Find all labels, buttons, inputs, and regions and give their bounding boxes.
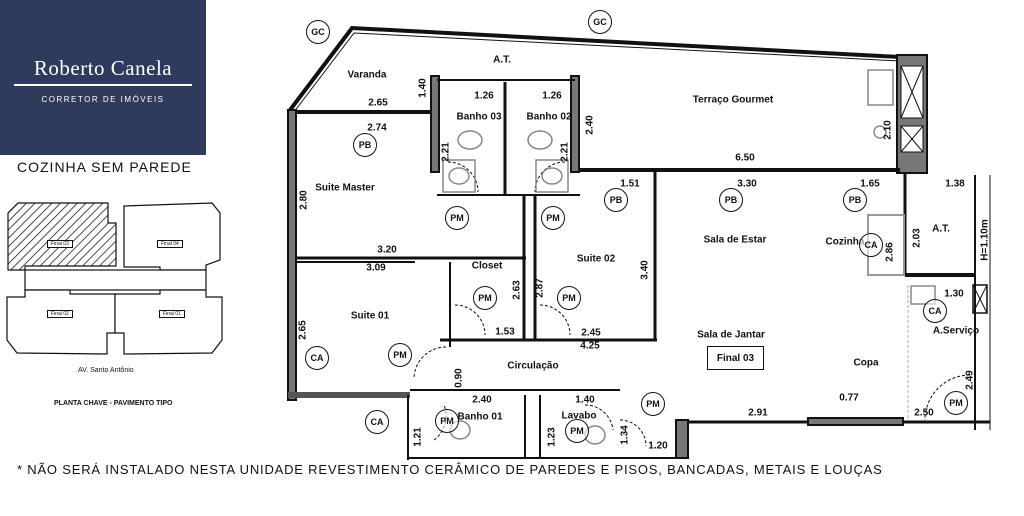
dimension: 1.53 <box>495 326 515 338</box>
brand-logo: Roberto Canela CORRETOR DE IMÓVEIS <box>0 0 206 155</box>
outer-walls <box>287 25 991 460</box>
dimension: 0.77 <box>839 392 859 404</box>
dimension: 1.26 <box>542 90 562 102</box>
tag-pm: PM <box>541 206 565 230</box>
tag-pb: PB <box>604 188 628 212</box>
key-plan <box>6 202 223 355</box>
dimension: 2.63 <box>511 280 523 300</box>
dimension: 2.87 <box>534 278 546 298</box>
dimension: 1.65 <box>860 178 880 190</box>
tag-pb: PB <box>353 133 377 157</box>
dimension: 3.09 <box>366 262 386 274</box>
room-suite-01: Suite 01 <box>350 310 390 322</box>
tag-ca: CA <box>365 410 389 434</box>
interior-walls <box>296 75 975 458</box>
room-banho-02: Banho 02 <box>526 111 572 123</box>
tag-pm: PM <box>565 419 589 443</box>
tag-pm: PM <box>557 286 581 310</box>
dimension: 3.20 <box>377 244 397 256</box>
key-label-final-01: Final 01 <box>159 310 185 318</box>
dimension: 2.21 <box>440 142 452 162</box>
dimension: 1.51 <box>620 178 640 190</box>
key-street: AV. Santo Antônio <box>78 367 134 374</box>
dimension: 1.34 <box>619 425 631 445</box>
room-closet: Closet <box>471 260 503 272</box>
dimension: 1.38 <box>945 178 965 190</box>
room-area-servico: A.Serviço <box>932 325 980 337</box>
tag-pm: PM <box>445 206 469 230</box>
dimension: 2.80 <box>298 190 310 210</box>
key-unit-final-01 <box>114 289 223 355</box>
logo-name: Roberto Canela <box>33 56 173 80</box>
key-label-final-02: Final 02 <box>47 310 73 318</box>
logo-subtitle: CORRETOR DE IMÓVEIS <box>41 95 165 104</box>
dimension: 2.50 <box>914 407 934 419</box>
dimension: 2.40 <box>472 394 492 406</box>
key-unit-final-03 <box>7 202 117 271</box>
fixtures <box>442 69 936 445</box>
tag-pm: PM <box>944 391 968 415</box>
kitchen-note: COZINHA SEM PAREDE <box>17 159 192 175</box>
door-swings <box>413 161 971 447</box>
dimension: 1.40 <box>417 78 429 98</box>
dimension: 1.20 <box>648 440 668 452</box>
room-suite-master: Suite Master <box>315 182 375 194</box>
room-copa: Copa <box>853 357 879 369</box>
room-area-tecnica: A.T. <box>493 54 511 66</box>
dimension: 2.91 <box>748 407 768 419</box>
dimension: 3.40 <box>639 260 651 280</box>
dimension: 2.65 <box>297 320 309 340</box>
tag-pb: PB <box>843 188 867 212</box>
key-corridor <box>24 269 207 291</box>
room-suite-02: Suite 02 <box>576 253 616 265</box>
dimension: H=1.10m <box>979 219 991 261</box>
dimension: 2.74 <box>367 122 387 134</box>
tag-gc: GC <box>588 10 612 34</box>
dimension: 1.26 <box>474 90 494 102</box>
dimension: 2.21 <box>559 142 571 162</box>
dimension: 2.65 <box>368 97 388 109</box>
dimension: 3.30 <box>737 178 757 190</box>
room-sala-de-jantar: Sala de Jantar <box>697 329 765 341</box>
dimension: 2.10 <box>882 120 894 140</box>
dimension: 2.45 <box>581 327 601 339</box>
tag-pm: PM <box>388 343 412 367</box>
dimension: 2.86 <box>884 242 896 262</box>
tag-ca: CA <box>859 233 883 257</box>
room-banho-01: Banho 01 <box>457 411 503 423</box>
room-banho-03: Banho 03 <box>456 111 502 123</box>
room-terraco-gourmet: Terraço Gourmet <box>692 94 774 106</box>
dimension: 6.50 <box>735 152 755 164</box>
dimension: 1.30 <box>944 288 964 300</box>
dimension: 2.03 <box>911 228 923 248</box>
dimension: 1.21 <box>412 427 424 447</box>
tag-pm: PM <box>641 392 665 416</box>
dimension: 2.40 <box>584 115 596 135</box>
room-circulacao: Circulação <box>507 360 559 372</box>
key-unit-final-04 <box>123 202 221 271</box>
key-label-final-04: Final 04 <box>157 240 183 248</box>
room-varanda: Varanda <box>347 69 387 81</box>
tag-gc: GC <box>306 20 330 44</box>
dimension: 4.25 <box>580 340 600 352</box>
room-lavabo: Lavabo <box>561 410 597 422</box>
dimension: 1.40 <box>575 394 595 406</box>
tag-pm: PM <box>435 409 459 433</box>
room-sala-de-estar: Sala de Estar <box>703 234 767 246</box>
tag-pm: PM <box>473 286 497 310</box>
room-area-tecnica-2: A.T. <box>932 223 950 235</box>
footer-disclaimer: * NÃO SERÁ INSTALADO NESTA UNIDADE REVES… <box>17 462 883 477</box>
dimension: 1.23 <box>546 427 558 447</box>
key-title: PLANTA CHAVE - PAVIMENTO TIPO <box>54 400 173 407</box>
logo-divider <box>14 84 192 86</box>
tag-pb: PB <box>719 188 743 212</box>
tag-ca: CA <box>305 346 329 370</box>
tag-ca: CA <box>923 299 947 323</box>
key-label-final-03: Final 03 <box>47 240 73 248</box>
room-cozinha: Cozinha <box>825 236 865 248</box>
dimension: 2.49 <box>964 370 976 390</box>
unit-label: Final 03 <box>707 346 764 370</box>
dimension: 0.90 <box>453 368 465 388</box>
